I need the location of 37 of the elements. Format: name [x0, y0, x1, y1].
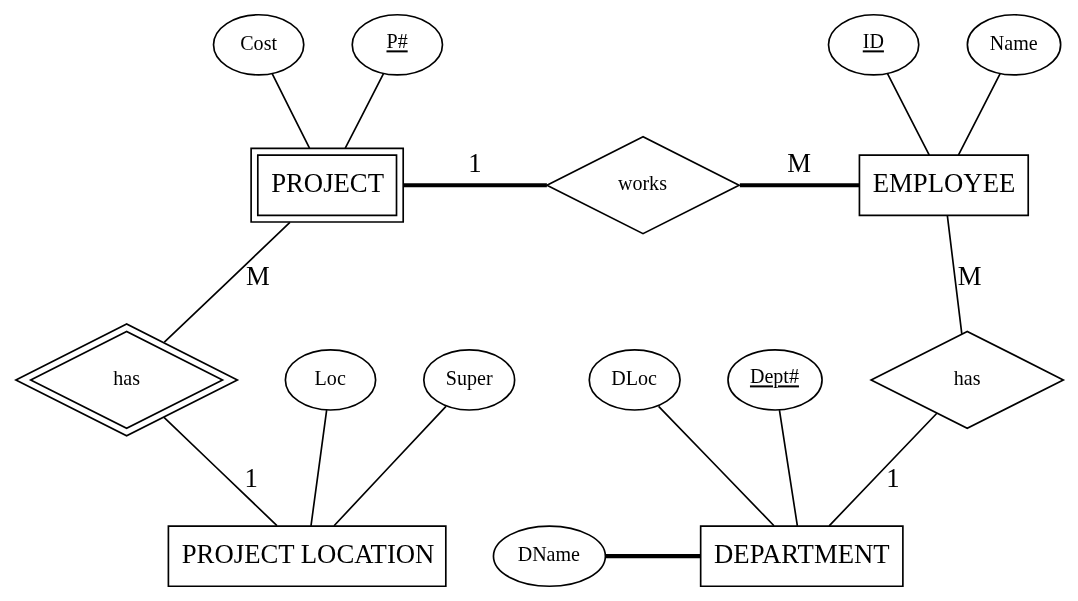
node-ellipse: Name: [966, 13, 1061, 76]
node-box: PROJECT LOCATION: [167, 525, 447, 588]
node-diamond: works: [544, 135, 741, 235]
node-ellipse: Super: [422, 348, 515, 411]
node-box: EMPLOYEE: [858, 154, 1029, 217]
edge-label: 1: [467, 147, 482, 178]
node-ellipse: Cost: [212, 13, 305, 76]
connector: [332, 405, 447, 527]
edge-label: 1: [885, 463, 900, 494]
node-box: DEPARTMENT: [699, 525, 904, 588]
connector: [886, 72, 930, 156]
connector: [957, 72, 1001, 156]
edge-label: M: [957, 261, 982, 292]
node-diamond: has: [868, 330, 1065, 430]
edge-label: M: [245, 261, 270, 292]
connector: [403, 183, 547, 188]
node-ellipse: Loc: [284, 348, 376, 411]
node-ellipse: ID: [827, 13, 920, 76]
connector: [827, 412, 938, 527]
connector: [604, 554, 700, 559]
node-ellipse: Dept#: [726, 348, 823, 411]
node-ellipse: DLoc: [587, 348, 681, 411]
node-ellipse: P#: [350, 13, 443, 76]
connector: [739, 183, 859, 188]
connector: [946, 215, 963, 335]
edge-label: M: [786, 147, 811, 178]
node-diamond: has: [13, 323, 239, 437]
connector: [343, 72, 384, 150]
connector: [270, 72, 310, 150]
connector: [657, 405, 775, 527]
connector: [309, 409, 327, 527]
connector: [163, 221, 291, 344]
node-box: PROJECT: [249, 147, 404, 223]
connector: [162, 416, 278, 527]
connector: [778, 409, 798, 527]
edge-label: 1: [243, 463, 258, 494]
node-ellipse: DName: [492, 525, 606, 588]
